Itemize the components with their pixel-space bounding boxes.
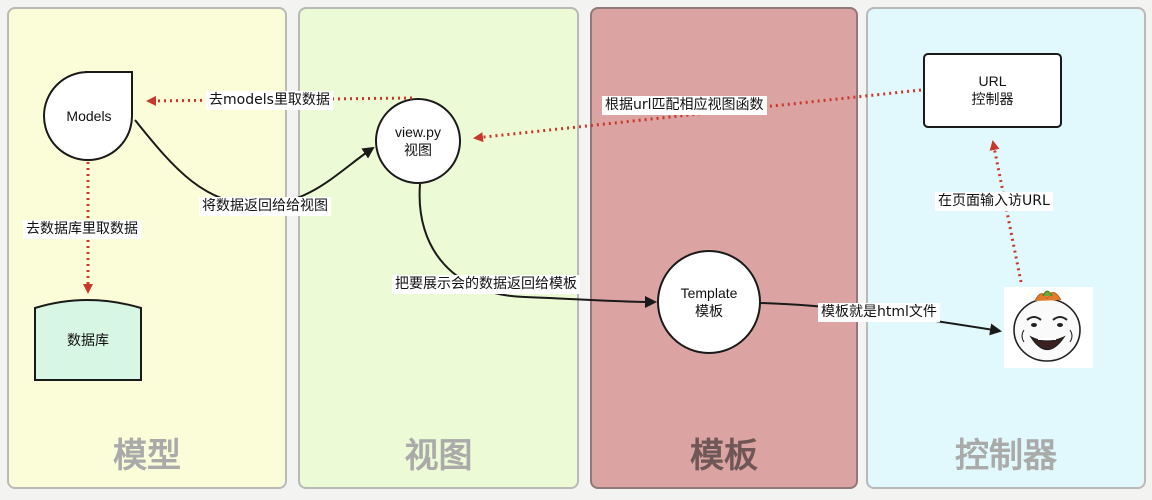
template-node-label: Template 模板 bbox=[658, 284, 760, 320]
view-node-label-line2: 视图 bbox=[404, 142, 432, 158]
edge-models-to-view bbox=[134, 119, 375, 207]
face-avatar-icon bbox=[1004, 287, 1093, 368]
url-controller-node bbox=[923, 53, 1062, 128]
view-node-label: view.py 视图 bbox=[376, 123, 460, 159]
view-node bbox=[375, 98, 461, 184]
edge-label-return-to-view: 将数据返回给给视图 bbox=[199, 197, 331, 216]
edge-label-db-fetch: 去数据库里取数据 bbox=[23, 220, 141, 239]
template-panel-title: 模板 bbox=[690, 436, 758, 476]
template-node bbox=[657, 250, 761, 354]
template-panel: 模板 bbox=[590, 7, 858, 489]
template-node-label-line1: Template bbox=[680, 285, 738, 301]
edge-label-return-to-template: 把要展示会的数据返回给模板 bbox=[392, 275, 580, 294]
database-node-label: 数据库 bbox=[67, 332, 109, 348]
edge-label-models-fetch: 去models里取数据 bbox=[206, 91, 333, 110]
edge-face-to-url bbox=[989, 140, 1023, 283]
edge-view-to-template bbox=[418, 183, 657, 308]
edge-label-match-url: 根据url匹配相应视图函数 bbox=[602, 96, 767, 115]
view-node-label-line1: view.py bbox=[395, 124, 441, 140]
edge-label-template-is-html: 模板就是html文件 bbox=[818, 303, 940, 322]
view-panel: 视图 bbox=[298, 7, 579, 489]
view-panel-title: 视图 bbox=[404, 436, 473, 476]
database-node bbox=[34, 299, 142, 381]
models-node bbox=[43, 71, 133, 161]
edge-label-input-url: 在页面输入访URL bbox=[935, 192, 1053, 211]
url-controller-label-line2: 控制器 bbox=[971, 91, 1014, 107]
url-controller-label-line1: URL bbox=[978, 73, 1007, 89]
url-controller-label: URL 控制器 bbox=[924, 72, 1061, 108]
models-node-label: Models bbox=[66, 108, 112, 124]
template-node-label-line2: 模板 bbox=[695, 303, 723, 319]
controller-panel-title: 控制器 bbox=[955, 436, 1057, 476]
model-panel-title: 模型 bbox=[113, 436, 181, 476]
edge-url-to-view bbox=[473, 88, 922, 143]
